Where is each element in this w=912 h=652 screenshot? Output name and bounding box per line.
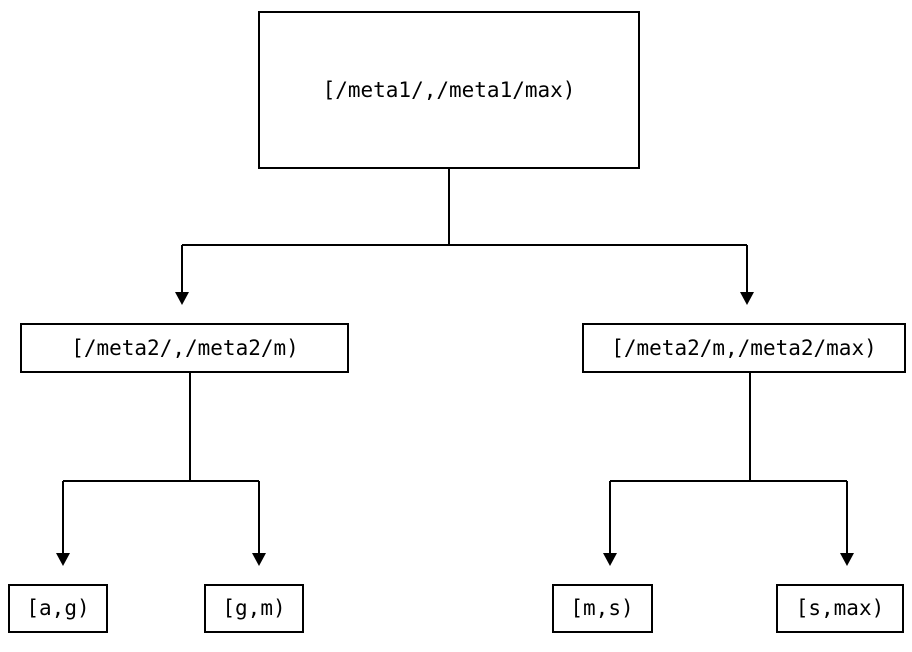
tree-node-leaf-m-s[interactable]: [m,s) — [551, 583, 654, 634]
node-box-mid-right[interactable] — [581, 322, 907, 374]
node-label-root: [/meta1/,/meta1/max) — [323, 78, 576, 102]
tree-node-mid-right[interactable]: [/meta2/m,/meta2/max) — [581, 322, 907, 374]
node-box-leaf-m-s[interactable] — [551, 583, 654, 634]
arrow-down-icon — [56, 553, 70, 566]
node-label-leaf-a-g: [a,g) — [26, 596, 89, 620]
node-label-mid-left: [/meta2/,/meta2/m) — [71, 336, 299, 360]
edge-mid-left-group — [56, 372, 266, 566]
edge-root-to-mid-left — [175, 168, 747, 305]
edge-mid-right-group — [603, 372, 854, 566]
arrow-down-icon — [740, 292, 754, 305]
node-label-leaf-g-m: [g,m) — [222, 596, 285, 620]
node-label-mid-right: [/meta2/m,/meta2/max) — [611, 336, 877, 360]
tree-node-leaf-g-m[interactable]: [g,m) — [203, 583, 305, 634]
arrow-down-icon — [175, 292, 189, 305]
node-box-leaf-g-m[interactable] — [203, 583, 305, 634]
arrow-down-icon — [252, 553, 266, 566]
edge-root-to-mid-right — [740, 245, 754, 305]
node-box-mid-left[interactable] — [19, 322, 350, 374]
node-label-leaf-m-s: [m,s) — [570, 596, 633, 620]
node-box-leaf-a-g[interactable] — [7, 583, 109, 634]
tree-node-root[interactable]: [/meta1/,/meta1/max) — [257, 10, 641, 170]
tree-node-leaf-a-g[interactable]: [a,g) — [7, 583, 109, 634]
node-label-leaf-s-max: [s,max) — [796, 596, 885, 620]
tree-node-mid-left[interactable]: [/meta2/,/meta2/m) — [19, 322, 350, 374]
tree-node-leaf-s-max[interactable]: [s,max) — [775, 583, 905, 634]
arrow-down-icon — [840, 553, 854, 566]
node-box-leaf-s-max[interactable] — [775, 583, 905, 634]
arrow-down-icon — [603, 553, 617, 566]
node-box-root[interactable] — [257, 10, 641, 170]
